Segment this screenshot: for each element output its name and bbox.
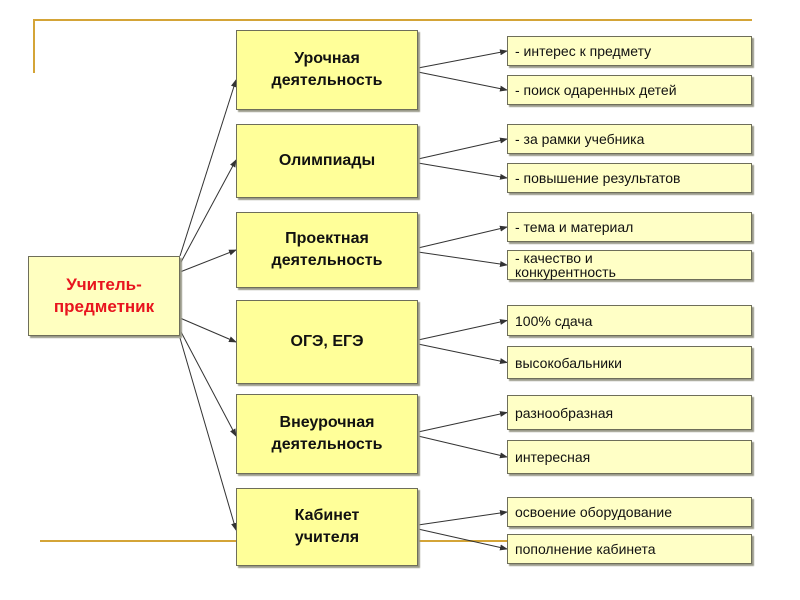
left-rule <box>33 19 35 73</box>
branch-label: Кабинет учителя <box>294 507 360 546</box>
root-label: Учитель- предметник <box>53 275 155 316</box>
branch-to-leaf-arrow <box>417 510 508 526</box>
root-to-branch-arrow <box>179 329 237 437</box>
leaf-node: разнообразная <box>507 395 752 430</box>
branch-to-leaf-arrow <box>417 225 508 249</box>
branch-label: ОГЭ, ЕГЭ <box>290 333 364 350</box>
branch-node: Олимпиады <box>236 124 418 198</box>
branch-to-leaf-arrow <box>417 435 508 459</box>
branch-to-leaf-arrow <box>417 319 508 341</box>
leaf-label: - повышение результатов <box>515 170 681 186</box>
branch-label: Внеурочная деятельность <box>271 414 383 453</box>
branch-to-leaf-arrow <box>417 137 508 160</box>
leaf-label: освоение оборудование <box>515 504 672 520</box>
leaf-node: пополнение кабинета <box>507 534 752 564</box>
leaf-node: - интерес к предмету <box>507 36 752 66</box>
branch-node: ОГЭ, ЕГЭ <box>236 300 418 384</box>
branch-node: Проектная деятельность <box>236 212 418 288</box>
root-to-branch-arrow <box>179 317 237 343</box>
leaf-label: - качество и конкурентность <box>515 250 616 280</box>
leaf-label: разнообразная <box>515 404 614 421</box>
branch-to-leaf-arrow <box>417 343 508 365</box>
leaf-label: пополнение кабинета <box>515 541 656 557</box>
leaf-node: освоение оборудование <box>507 497 752 527</box>
leaf-node: - повышение результатов <box>507 163 752 193</box>
branch-label: Проектная деятельность <box>271 230 383 269</box>
leaf-node: 100% сдача <box>507 305 752 336</box>
branch-to-leaf-arrow <box>417 528 508 551</box>
root-to-branch-arrow <box>179 337 237 531</box>
branch-label: Олимпиады <box>278 152 376 169</box>
branch-to-leaf-arrow <box>417 162 508 180</box>
branch-to-leaf-arrow <box>417 71 508 92</box>
branch-label: Урочная деятельность <box>271 50 383 89</box>
leaf-node: - качество и конкурентность <box>507 250 752 280</box>
root-node: Учитель- предметник <box>28 256 180 336</box>
branch-to-leaf-arrow <box>417 411 508 433</box>
leaf-label: высокобальники <box>515 354 622 371</box>
leaf-label: - за рамки учебника <box>515 131 645 147</box>
leaf-node: - поиск одаренных детей <box>507 75 752 105</box>
branch-to-leaf-arrow <box>417 251 508 267</box>
root-to-branch-arrow <box>179 249 237 273</box>
leaf-node: - тема и материал <box>507 212 752 242</box>
branch-to-leaf-arrow <box>417 49 508 69</box>
root-to-branch-arrow <box>179 79 237 257</box>
leaf-node: - за рамки учебника <box>507 124 752 154</box>
branch-node: Внеурочная деятельность <box>236 394 418 474</box>
leaf-label: - поиск одаренных детей <box>515 82 677 98</box>
leaf-label: интересная <box>515 449 591 465</box>
leaf-node: высокобальники <box>507 346 752 379</box>
leaf-label: - тема и материал <box>515 219 634 235</box>
branch-node: Кабинет учителя <box>236 488 418 566</box>
branch-node: Урочная деятельность <box>236 30 418 110</box>
leaf-node: интересная <box>507 440 752 474</box>
leaf-label: - интерес к предмету <box>515 43 652 59</box>
root-to-branch-arrow <box>179 159 237 265</box>
top-rule <box>33 19 752 21</box>
leaf-label: 100% сдача <box>515 312 593 329</box>
